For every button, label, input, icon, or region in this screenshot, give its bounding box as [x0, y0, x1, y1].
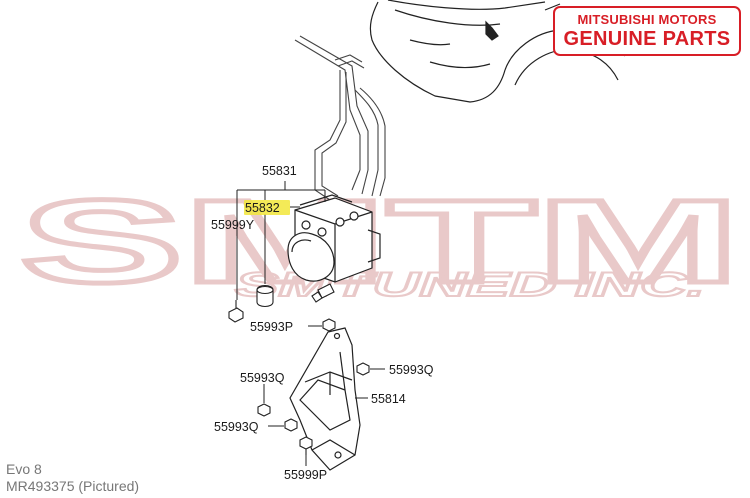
nut-q-lower-icon — [284, 418, 298, 432]
part-label-55993q-left[interactable]: 55993Q — [240, 371, 285, 385]
nut-p-icon — [322, 318, 336, 332]
part-label-55993q-right[interactable]: 55993Q — [389, 363, 434, 377]
bolt-p-icon — [299, 436, 313, 455]
part-label-55993p[interactable]: 55993P — [250, 320, 293, 334]
part-label-55832[interactable]: 55832 — [245, 201, 280, 215]
watermark: SMTM SMTUNED INC. — [18, 174, 743, 311]
part-label-55831[interactable]: 55831 — [262, 164, 297, 178]
genuine-parts-badge: MITSUBISHI MOTORS GENUINE PARTS — [553, 6, 741, 56]
car-outline-icon — [369, 0, 626, 103]
nut-q-left-icon — [257, 403, 271, 417]
part-label-55993q-lower[interactable]: 55993Q — [214, 420, 259, 434]
badge-title: GENUINE PARTS — [563, 28, 731, 50]
bolt-left-icon — [228, 300, 244, 323]
part-highlight — [244, 200, 290, 215]
caption-part-number: MR493375 (Pictured) — [6, 478, 140, 494]
leader-lines — [263, 325, 385, 466]
bracket-icon — [289, 327, 361, 471]
badge-brand: MITSUBISHI MOTORS — [577, 12, 717, 27]
caption-model: Evo 8 — [6, 461, 42, 477]
callout-lines — [236, 181, 326, 300]
nut-q-right-icon — [356, 362, 370, 376]
part-label-55999p[interactable]: 55999P — [284, 468, 327, 482]
part-label-55999y[interactable]: 55999Y — [211, 218, 255, 232]
part-label-55814[interactable]: 55814 — [371, 392, 406, 406]
stud-icon — [311, 283, 335, 303]
grommet-icon — [256, 284, 274, 308]
hydraulic-unit-icon — [287, 194, 381, 283]
